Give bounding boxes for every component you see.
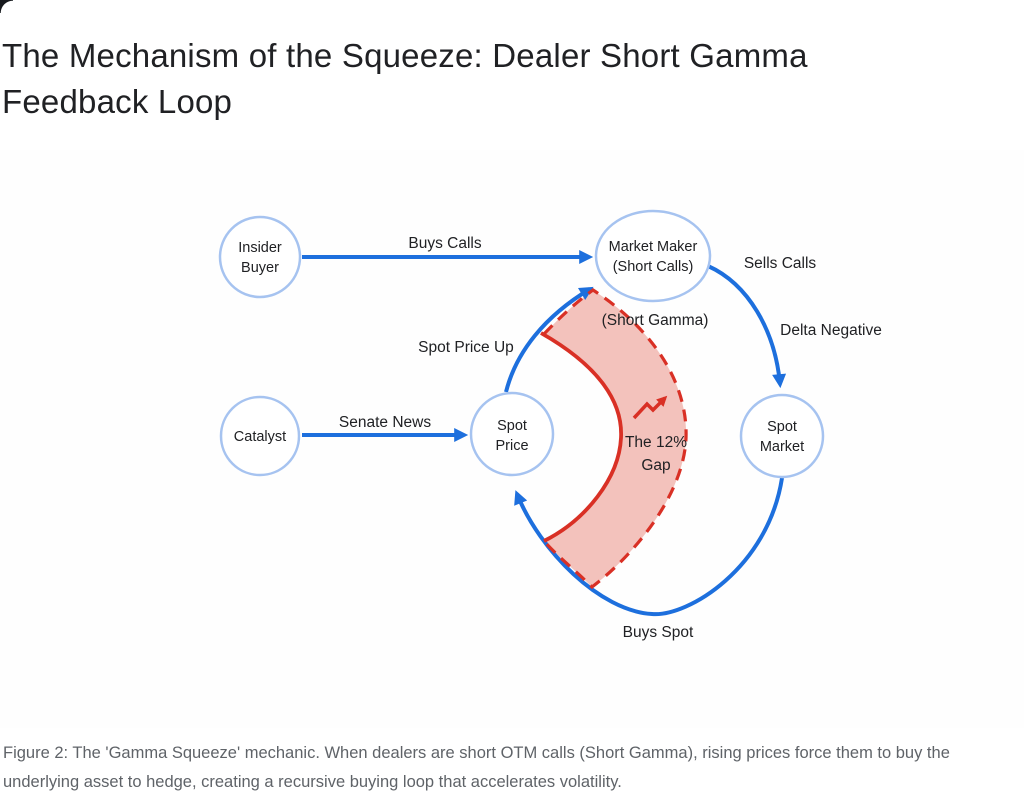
- edge-sells-calls-arc: [707, 264, 787, 389]
- node-spot-market-circle: [739, 393, 825, 479]
- gap-inner-solid-curve: [540, 331, 623, 543]
- gap-outer-dashed-curve: [542, 288, 688, 590]
- node-catalyst: Catalyst: [219, 395, 301, 477]
- node-catalyst-label: Catalyst: [234, 429, 286, 445]
- node-market-maker-label: Market Maker(Short Calls): [609, 239, 698, 275]
- node-market-maker-ellipse: [594, 209, 712, 303]
- edge-label-buys-spot: Buys Spot: [623, 624, 694, 641]
- edge-label-spot-price-up: Spot Price Up: [418, 339, 514, 356]
- price-trend-up-icon: [632, 395, 668, 420]
- page-title: The Mechanism of the Squeeze: Dealer Sho…: [2, 37, 808, 120]
- figure-caption: Figure 2: The 'Gamma Squeeze' mechanic. …: [3, 744, 950, 791]
- edge-label-senate-news: Senate News: [339, 414, 431, 431]
- node-market-maker: Market Maker(Short Calls): [594, 209, 712, 303]
- edge-label-delta-negative: Delta Negative: [780, 322, 882, 339]
- gamma-gap-region: [541, 290, 687, 587]
- node-catalyst-circle: [219, 395, 301, 477]
- edge-label-buys-calls: Buys Calls: [408, 235, 481, 252]
- edge-label-gap: The 12%Gap: [625, 434, 687, 474]
- node-insider-buyer-circle: [218, 215, 302, 299]
- edge-spot-price-up-arc: [504, 286, 594, 393]
- edge-label-short-gamma: (Short Gamma): [602, 312, 709, 329]
- rounded-corner-artifact: [0, 0, 13, 13]
- node-spot-price-circle: [469, 391, 555, 477]
- edge-label-sells-calls: Sells Calls: [744, 255, 817, 272]
